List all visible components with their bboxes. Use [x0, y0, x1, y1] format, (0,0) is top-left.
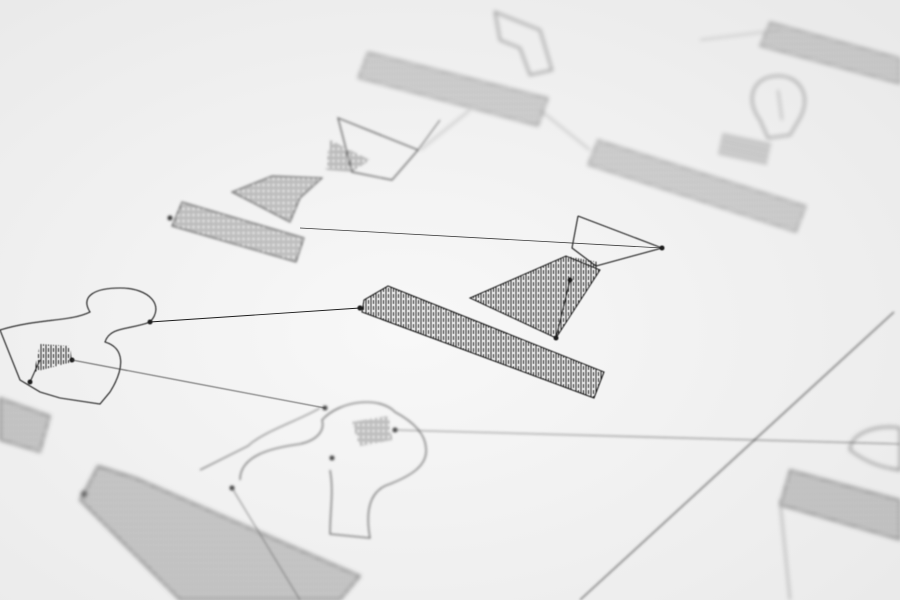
person-icon-center	[199, 401, 427, 539]
arrow-shape-top	[493, 10, 554, 77]
label-band-bottom-left	[79, 465, 361, 600]
connector-line-3	[71, 359, 326, 409]
label-band-right	[587, 139, 807, 233]
connector-line-4	[394, 429, 900, 445]
label-band-top	[357, 51, 549, 127]
lightbulb-icon	[718, 75, 806, 165]
label-band-bottom-right	[779, 469, 900, 541]
central-hourglass	[468, 215, 665, 341]
diagonal-line	[579, 311, 895, 600]
connector-line-1	[299, 227, 663, 249]
hourglass-left	[167, 117, 441, 263]
person-icon-right	[849, 426, 900, 471]
person-icon-left	[0, 287, 157, 405]
background-cluster	[357, 10, 900, 233]
connector-line-2	[149, 307, 361, 323]
label-band-left-edge	[0, 397, 51, 453]
foreground-cluster	[0, 397, 900, 600]
label-band-top-right	[759, 21, 900, 85]
label-band-left	[171, 201, 305, 263]
